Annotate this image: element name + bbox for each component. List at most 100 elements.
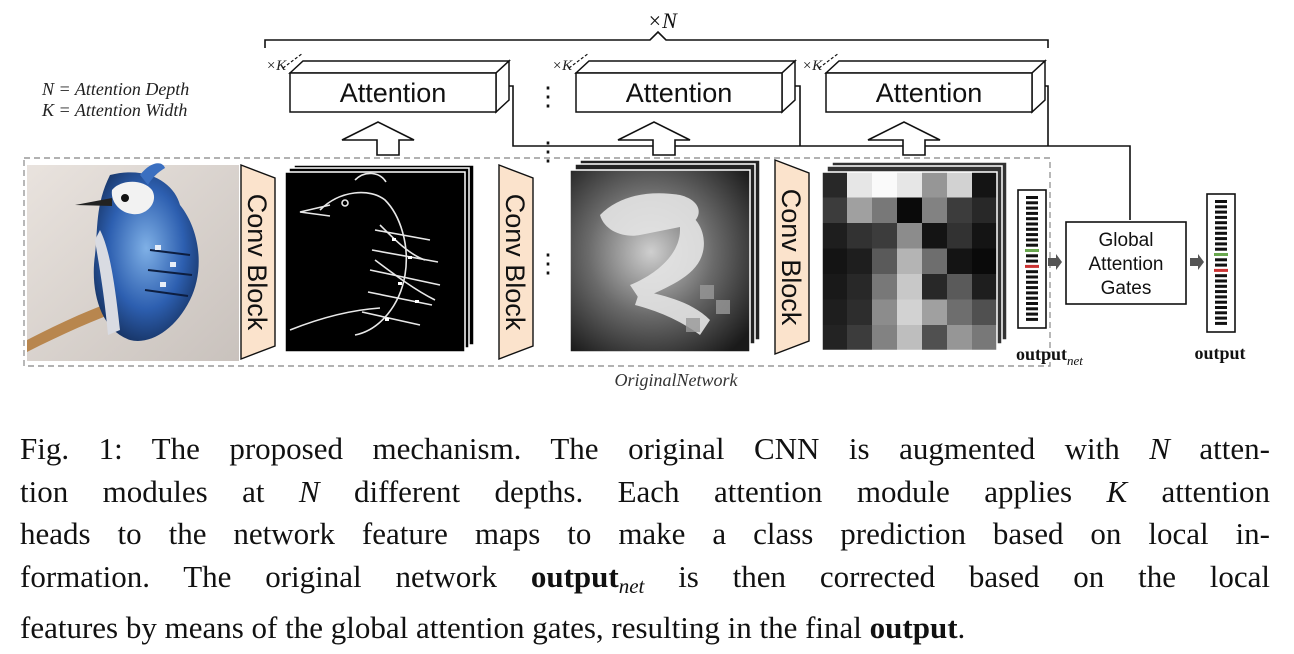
vector-bar bbox=[1215, 306, 1227, 309]
global-attention-gates: Global Attention Gates bbox=[1065, 221, 1187, 305]
pixel-cell bbox=[947, 248, 972, 274]
attention-module-1: Attention ×K bbox=[266, 52, 511, 114]
pixel-cell bbox=[897, 325, 922, 351]
pixel-cell bbox=[847, 299, 872, 325]
figure-caption: Fig. 1: The proposed mechanism. The orig… bbox=[20, 428, 1270, 650]
depth-brace: ×N bbox=[264, 8, 1049, 48]
vector-bar bbox=[1026, 233, 1038, 237]
vector-bar bbox=[1215, 247, 1227, 251]
pixel-cell bbox=[872, 299, 897, 325]
feature-map-stack-3 bbox=[821, 161, 1008, 352]
pixel-cell bbox=[947, 274, 972, 300]
attention-width-marker: ×K bbox=[802, 58, 823, 74]
pixel-cell bbox=[897, 248, 922, 274]
gates-line1: Global bbox=[1099, 230, 1154, 251]
vector-bar bbox=[1215, 279, 1227, 283]
conv-block-label: Conv Block bbox=[776, 189, 806, 326]
pixel-cell bbox=[847, 248, 872, 274]
pixel-cell bbox=[872, 325, 897, 351]
conv-block-1: Conv Block bbox=[240, 163, 276, 361]
vector-bar bbox=[1026, 227, 1038, 231]
pixel-cell bbox=[872, 197, 897, 223]
pixel-cell bbox=[972, 223, 997, 249]
pixel-cell bbox=[822, 325, 847, 351]
output-label: output bbox=[1194, 343, 1245, 363]
legend-depth: N = Attention Depth bbox=[41, 79, 189, 99]
original-network-label: OriginalNetwork bbox=[614, 370, 738, 390]
vector-bar bbox=[1026, 280, 1038, 284]
vector-bar bbox=[1026, 254, 1038, 258]
attention-width-marker: ×K bbox=[266, 58, 287, 74]
input-bird-image bbox=[27, 163, 239, 361]
pixel-cell bbox=[872, 223, 897, 249]
pixel-cell bbox=[822, 248, 847, 274]
ellipsis-icon: ⋮ bbox=[535, 249, 561, 278]
vector-bar bbox=[1026, 243, 1038, 247]
vector-bar bbox=[1214, 253, 1228, 256]
pixel-cell bbox=[922, 172, 947, 198]
pixel-cell bbox=[922, 248, 947, 274]
legend-width: K = Attention Width bbox=[41, 100, 187, 120]
vector-bar bbox=[1215, 226, 1227, 230]
pixel-cell bbox=[822, 274, 847, 300]
pixel-cell bbox=[847, 325, 872, 351]
pixel-cell bbox=[972, 274, 997, 300]
vector-bar bbox=[1026, 201, 1038, 205]
caption-line-5: features by means of the global attentio… bbox=[20, 610, 966, 645]
pixel-cell bbox=[822, 172, 847, 198]
gates-line3: Gates bbox=[1101, 278, 1152, 299]
vector-bar bbox=[1215, 242, 1227, 246]
vector-bar bbox=[1215, 210, 1227, 214]
pixel-cell bbox=[897, 223, 922, 249]
vector-bar bbox=[1215, 221, 1227, 225]
right-arrow-icon bbox=[1048, 254, 1062, 270]
pixel-cell bbox=[872, 172, 897, 198]
pixel-cell bbox=[872, 274, 897, 300]
pixel-cell bbox=[972, 299, 997, 325]
pixel-cell bbox=[897, 172, 922, 198]
pixel-cell bbox=[822, 299, 847, 325]
conv-block-label: Conv Block bbox=[500, 194, 530, 331]
output-net-label: outputnet bbox=[1016, 344, 1083, 368]
attention-module-3: Attention ×K bbox=[802, 52, 1047, 114]
vector-bar bbox=[1215, 321, 1227, 325]
pixel-cell bbox=[847, 223, 872, 249]
up-arrow-icon bbox=[867, 121, 941, 156]
vector-bar bbox=[1026, 196, 1038, 199]
pixel-cell bbox=[972, 172, 997, 198]
vector-bar bbox=[1215, 311, 1227, 315]
vector-bar bbox=[1215, 284, 1227, 288]
output-vector bbox=[1206, 193, 1236, 333]
pixel-cell bbox=[922, 197, 947, 223]
vector-bar bbox=[1026, 275, 1038, 279]
vector-bar bbox=[1215, 258, 1227, 262]
vector-bar bbox=[1025, 249, 1039, 252]
vector-bar bbox=[1026, 222, 1038, 226]
pixel-cell bbox=[947, 223, 972, 249]
ellipsis-icon: ⋮ bbox=[535, 82, 561, 111]
caption-line-1: Fig. 1: The proposed mechanism. The orig… bbox=[20, 431, 1270, 466]
vector-bar bbox=[1026, 206, 1038, 210]
caption-line-3: heads to the network feature maps to mak… bbox=[20, 516, 1270, 551]
vector-bar bbox=[1025, 264, 1039, 268]
pixel-cell bbox=[822, 223, 847, 249]
pixel-cell bbox=[972, 248, 997, 274]
pixel-cell bbox=[847, 274, 872, 300]
attention-label: Attention bbox=[340, 78, 447, 108]
feature-map-stack-1 bbox=[284, 164, 475, 353]
attention-label: Attention bbox=[876, 78, 983, 108]
vector-bar bbox=[1026, 317, 1038, 321]
pixel-cell bbox=[947, 325, 972, 351]
pixel-cell bbox=[922, 223, 947, 249]
pixel-cell bbox=[922, 299, 947, 325]
conv-block-2: Conv Block bbox=[498, 163, 534, 361]
vector-bar bbox=[1215, 290, 1227, 294]
architecture-diagram: ×N N = Attention Depth K = Attention Wid… bbox=[23, 8, 1246, 390]
pixel-cell bbox=[947, 299, 972, 325]
up-arrow-icon bbox=[341, 121, 415, 156]
attention-module-2: Attention ×K bbox=[552, 52, 797, 114]
vector-bar bbox=[1215, 200, 1227, 203]
pixel-cell bbox=[872, 248, 897, 274]
attention-width-marker: ×K bbox=[552, 58, 573, 74]
vector-bar bbox=[1215, 316, 1227, 320]
